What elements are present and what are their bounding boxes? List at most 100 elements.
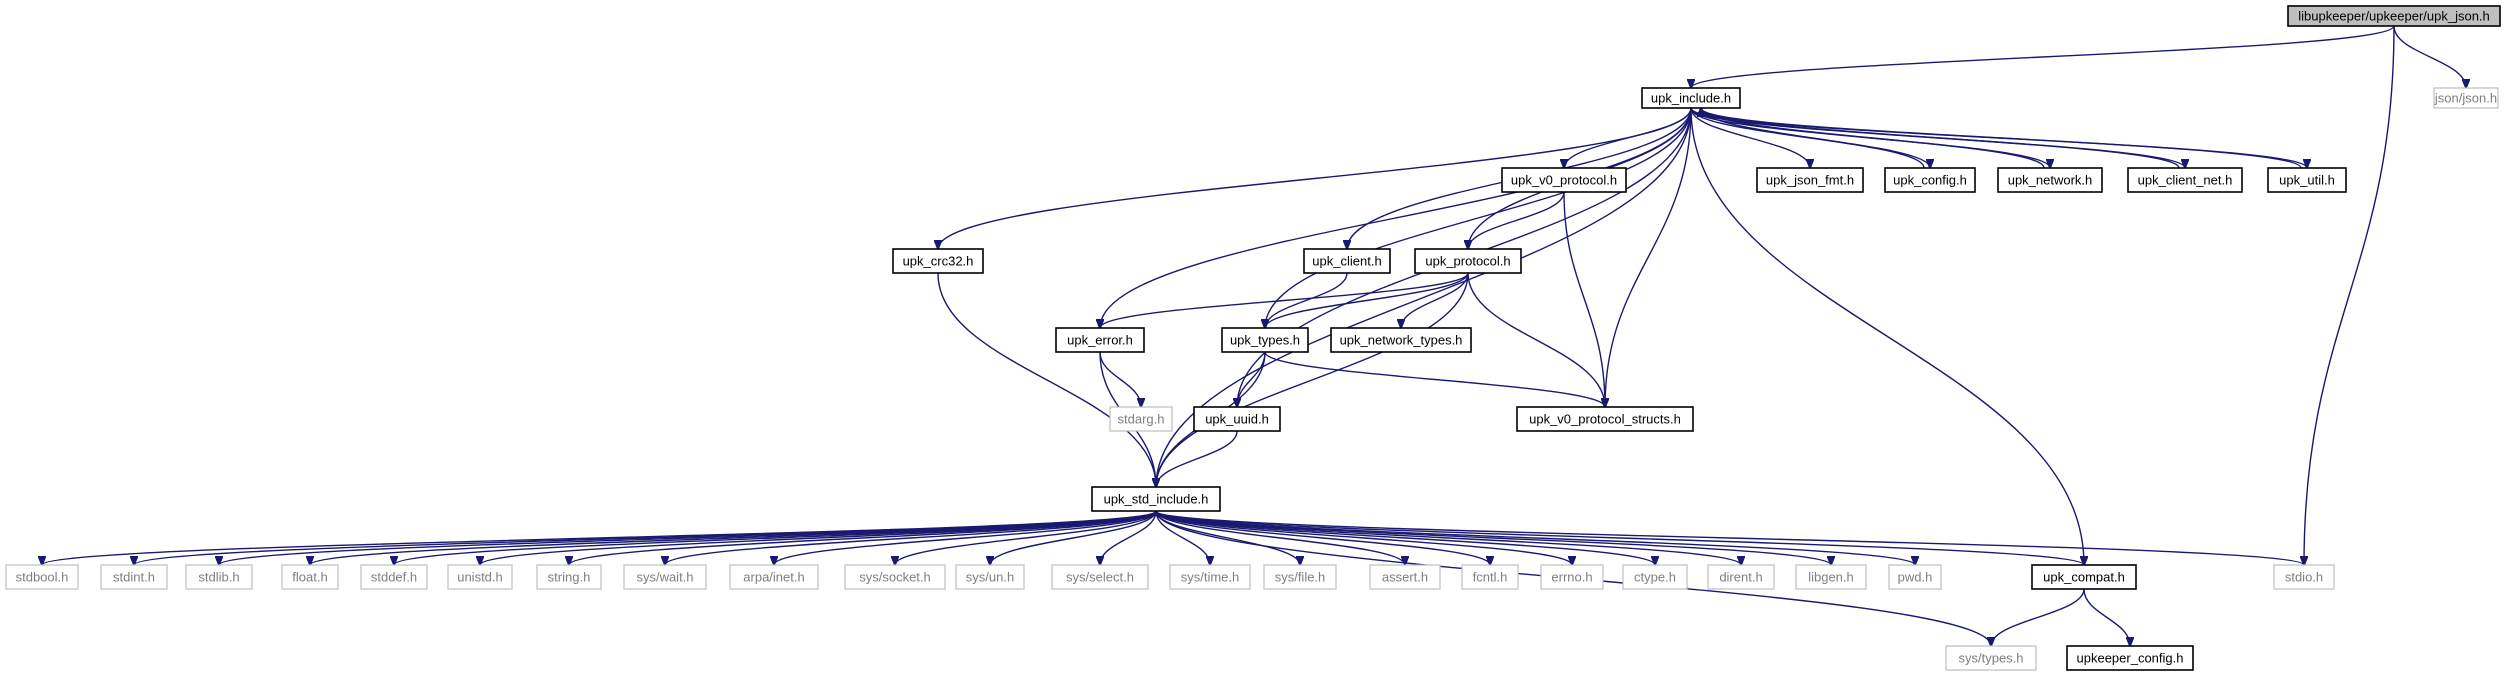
edge-root-to-stdio [2304, 25, 2395, 565]
node-stdarg[interactable]: stdarg.h [1109, 406, 1173, 432]
node-upk-crc32[interactable]: upk_crc32.h [892, 248, 984, 274]
node-sys-un[interactable]: sys/un.h [955, 564, 1025, 590]
node-box [100, 564, 168, 590]
node-box [1303, 248, 1391, 274]
node-upk-client[interactable]: upk_client.h [1303, 248, 1391, 274]
node-label: string.h [548, 570, 591, 585]
node-label: upk_error.h [1067, 333, 1133, 348]
node-box [281, 564, 339, 590]
node-stdbool[interactable]: stdbool.h [5, 564, 79, 590]
node-label: fcntl.h [1473, 570, 1508, 585]
node-label: upk_include.h [1651, 91, 1731, 106]
node-box [1461, 564, 1519, 590]
node-libgen[interactable]: libgen.h [1795, 564, 1867, 590]
node-upkeeper-config[interactable]: upkeeper_config.h [2066, 645, 2194, 671]
node-box [1641, 87, 1741, 109]
node-errno[interactable]: errno.h [1540, 564, 1604, 590]
node-upk-network[interactable]: upk_network.h [1997, 167, 2103, 193]
node-pwd[interactable]: pwd.h [1888, 564, 1942, 590]
node-upk-types[interactable]: upk_types.h [1221, 327, 1309, 353]
edge-upk_std_include-to-sys_wait [665, 510, 1157, 565]
edge-upk_protocol-to-upk_v0_protocol_structs [1467, 272, 1605, 407]
node-stdio[interactable]: stdio.h [2273, 564, 2335, 590]
node-label: upk_network.h [2008, 173, 2093, 188]
edge-upk_include-to-upk_types [1265, 107, 1692, 328]
node-upk-include[interactable]: upk_include.h [1641, 87, 1741, 109]
node-label: unistd.h [457, 570, 503, 585]
node-label: upk_v0_protocol.h [1511, 173, 1617, 188]
node-sys-time[interactable]: sys/time.h [1169, 564, 1251, 590]
edge-upk_types-to-upk_v0_protocol_structs [1264, 351, 1605, 407]
node-fcntl[interactable]: fcntl.h [1461, 564, 1519, 590]
edge-upk_include-to-upk_json_fmt [1690, 107, 1810, 168]
edge-upk_include-to-upk_error [1100, 107, 1692, 328]
edge-upk_compat-to-upkeeper_config [2083, 588, 2130, 646]
edge-upk_compat-to-sys_types [1991, 588, 2085, 646]
edge-upk_std_include-to-errno [1155, 510, 1572, 565]
node-sys-socket[interactable]: sys/socket.h [844, 564, 946, 590]
node-unistd[interactable]: unistd.h [447, 564, 513, 590]
node-sys-select[interactable]: sys/select.h [1051, 564, 1149, 590]
node-box [1055, 327, 1145, 353]
node-upk-v0-protocol[interactable]: upk_v0_protocol.h [1501, 167, 1627, 193]
edge-upk_std_include-to-sys_socket [895, 510, 1157, 565]
node-sys-types[interactable]: sys/types.h [1945, 645, 2037, 671]
node-upk-compat[interactable]: upk_compat.h [2031, 564, 2137, 590]
node-box [2287, 5, 2501, 27]
node-json-json[interactable]: json/json.h [2433, 87, 2499, 109]
node-upk-protocol[interactable]: upk_protocol.h [1414, 248, 1522, 274]
node-stdlib[interactable]: stdlib.h [185, 564, 253, 590]
edge-upk_std_include-to-unistd [480, 510, 1157, 565]
node-stdint[interactable]: stdint.h [100, 564, 168, 590]
edge-upk_v0_protocol-to-upk_v0_protocol_structs [1563, 191, 1605, 407]
node-upk-client-net[interactable]: upk_client_net.h [2127, 167, 2243, 193]
edge-upk_std_include-to-sys_un [990, 510, 1157, 565]
edge-upk_protocol-to-upk_network_types [1401, 272, 1469, 328]
node-upk-std-include[interactable]: upk_std_include.h [1091, 486, 1221, 512]
node-box [447, 564, 513, 590]
node-label: ctype.h [1634, 570, 1676, 585]
node-upk-network-types[interactable]: upk_network_types.h [1330, 327, 1472, 353]
node-upk-v0-protocol-structs[interactable]: upk_v0_protocol_structs.h [1516, 406, 1694, 432]
node-label: upk_crc32.h [903, 254, 974, 269]
node-label: dirent.h [1719, 570, 1762, 585]
edge-upk_protocol-to-upk_error [1100, 272, 1469, 328]
node-upk-util[interactable]: upk_util.h [2267, 167, 2347, 193]
node-label: upk_client_net.h [2138, 173, 2233, 188]
node-box [623, 564, 707, 590]
edge-upk_std_include-to-stdint [134, 510, 1157, 565]
node-box [185, 564, 253, 590]
node-dirent[interactable]: dirent.h [1707, 564, 1775, 590]
node-box [1997, 167, 2103, 193]
node-label: arpa/inet.h [743, 570, 804, 585]
edge-upk_error-to-stdarg [1099, 351, 1141, 407]
node-label: libupkeeper/upkeeper/upk_json.h [2298, 9, 2490, 24]
node-label: errno.h [1551, 570, 1592, 585]
node-float[interactable]: float.h [281, 564, 339, 590]
nodes-layer: libupkeeper/upkeeper/upk_json.h upk_inclu… [5, 5, 2501, 671]
node-upk-config[interactable]: upk_config.h [1884, 167, 1976, 193]
node-upk-json-fmt[interactable]: upk_json_fmt.h [1756, 167, 1864, 193]
node-label: upk_config.h [1893, 173, 1967, 188]
node-stddef[interactable]: stddef.h [360, 564, 428, 590]
node-box [1622, 564, 1688, 590]
node-label: upk_util.h [2279, 173, 2335, 188]
node-sys-file[interactable]: sys/file.h [1263, 564, 1337, 590]
node-label: upk_types.h [1230, 333, 1300, 348]
node-box [1888, 564, 1942, 590]
node-string[interactable]: string.h [536, 564, 602, 590]
node-assert[interactable]: assert.h [1369, 564, 1441, 590]
edge-upk_std_include-to-stdbool [42, 510, 1157, 565]
edge-upk_protocol-to-upk_std_include [1156, 272, 1469, 487]
node-root[interactable]: libupkeeper/upkeeper/upk_json.h [2287, 5, 2501, 27]
node-arpa-inet[interactable]: arpa/inet.h [729, 564, 819, 590]
node-box [955, 564, 1025, 590]
edge-upk_std_include-to-dirent [1155, 510, 1741, 565]
node-upk-error[interactable]: upk_error.h [1055, 327, 1145, 353]
edge-upk_std_include-to-string [569, 510, 1157, 565]
edge-upk_include-to-upk_compat [1690, 107, 2084, 565]
node-box [1193, 406, 1281, 432]
node-upk-uuid[interactable]: upk_uuid.h [1193, 406, 1281, 432]
node-ctype[interactable]: ctype.h [1622, 564, 1688, 590]
node-sys-wait[interactable]: sys/wait.h [623, 564, 707, 590]
